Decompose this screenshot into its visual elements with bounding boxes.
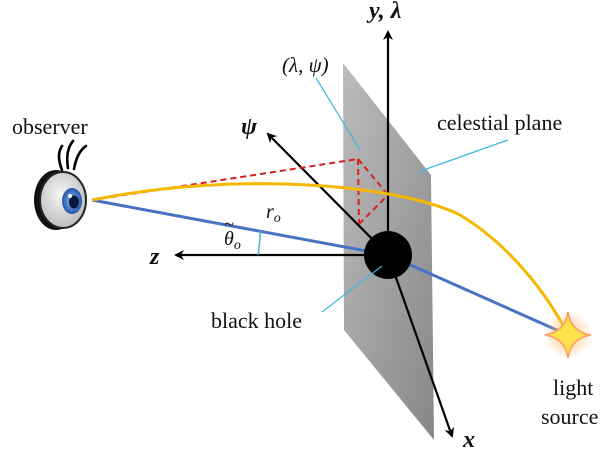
black-hole bbox=[364, 231, 412, 279]
label-theta: θo bbox=[224, 228, 241, 253]
label-celestial-plane: celestial plane bbox=[437, 110, 562, 135]
label-axis-x: x bbox=[462, 427, 475, 453]
label-axis-psi: ψ bbox=[241, 114, 258, 140]
label-axis-z: z bbox=[149, 244, 160, 270]
line-of-sight bbox=[91, 198, 569, 337]
label-axis-y-lambda: y, λ bbox=[366, 0, 402, 24]
label-theta-tilde: ~ bbox=[224, 214, 234, 234]
label-source: source bbox=[541, 404, 598, 429]
eye-icon bbox=[34, 139, 88, 230]
label-r-sub: o bbox=[274, 211, 281, 226]
label-theta-sub: o bbox=[234, 238, 241, 253]
star-sparkle-icon bbox=[544, 311, 592, 359]
label-black-hole: black hole bbox=[211, 308, 302, 333]
label-point-coords: (λ, ψ) bbox=[282, 53, 329, 77]
label-r: ro bbox=[266, 201, 281, 226]
light-ray bbox=[91, 182, 570, 336]
axis-psi bbox=[266, 132, 389, 256]
label-observer: observer bbox=[12, 114, 88, 139]
theta-angle-arc bbox=[257, 230, 261, 256]
label-light: light bbox=[553, 375, 593, 400]
leader-lines bbox=[315, 77, 509, 313]
axis-x bbox=[386, 254, 455, 438]
